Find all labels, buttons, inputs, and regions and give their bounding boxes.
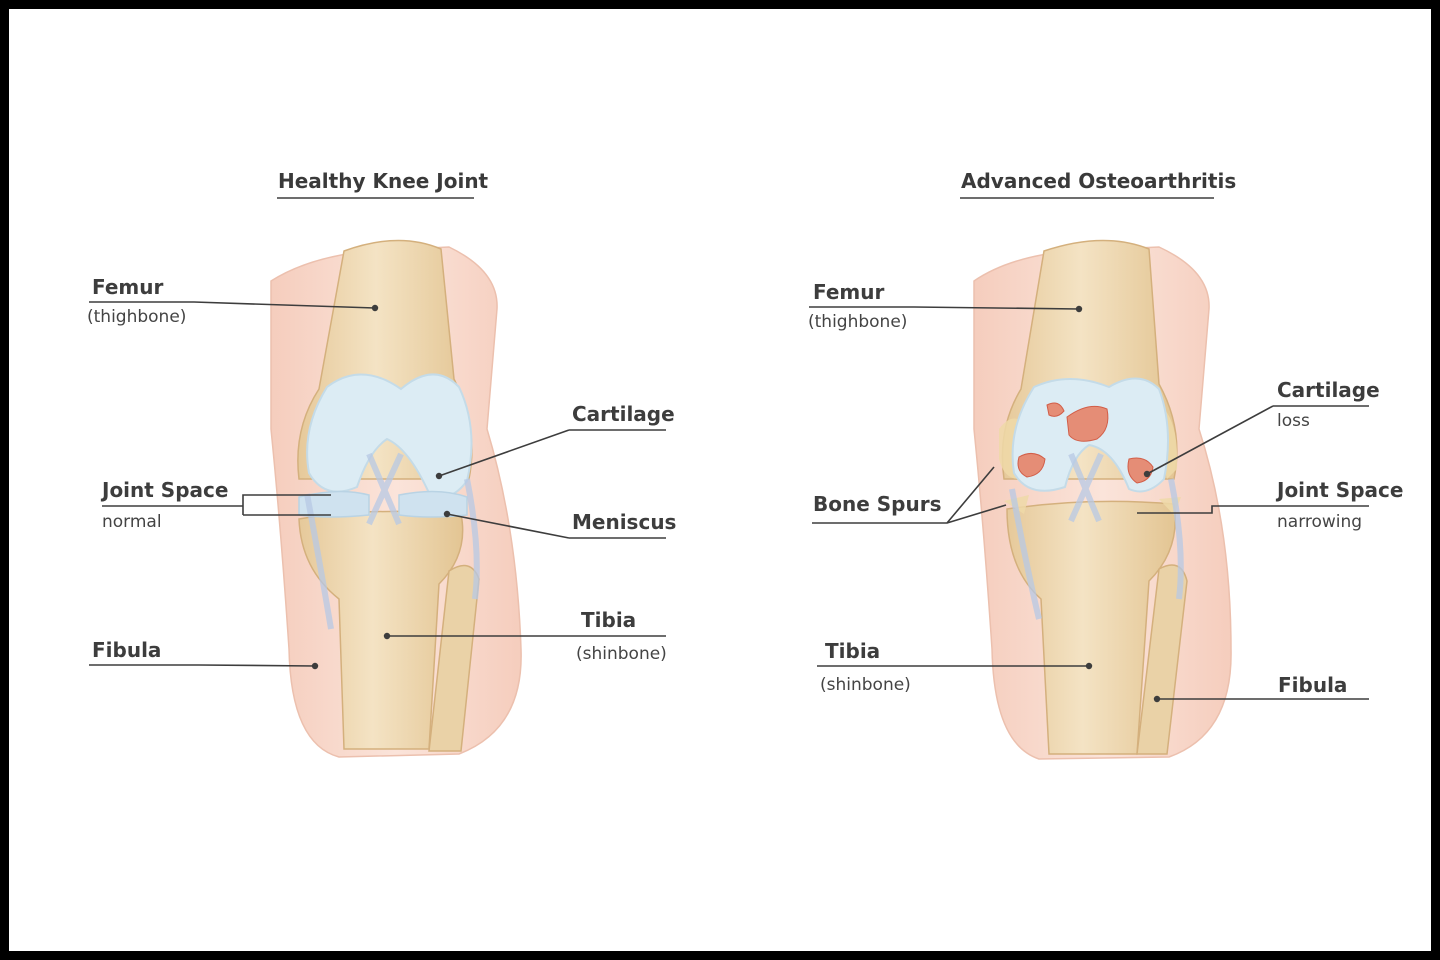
- arthritis-knee-illustration: [973, 239, 1232, 760]
- cartilage-loss-lesions: [1017, 402, 1154, 484]
- healthy-meniscus-label: Meniscus: [572, 510, 677, 534]
- healthy-femur-sublabel: (thighbone): [87, 307, 187, 327]
- arthritis-femur-label: Femur: [813, 280, 885, 304]
- healthy-tibia-label: Tibia: [581, 608, 637, 632]
- diagram-canvas: Healthy Knee Joint Femur (thighbone) Car…: [9, 9, 1431, 951]
- healthy-joint-space-sublabel: normal: [102, 512, 162, 532]
- arthritis-tibia-sublabel: (shinbone): [820, 675, 911, 695]
- arthritis-femur-sublabel: (thighbone): [808, 312, 908, 332]
- arthritis-cartilage-label: Cartilage: [1277, 378, 1380, 402]
- arthritis-tibia: [1006, 500, 1176, 755]
- arthritis-tibia-label: Tibia: [825, 639, 881, 663]
- arthritis-ligaments: [1009, 452, 1184, 620]
- knee-illustrations: [89, 197, 1369, 760]
- arthritis-cartilage-sublabel: loss: [1277, 411, 1310, 431]
- healthy-knee-title: Healthy Knee Joint: [278, 169, 489, 193]
- healthy-tibia-sublabel: (shinbone): [576, 644, 667, 664]
- healthy-knee-illustration: [270, 239, 522, 758]
- healthy-fibula: [428, 564, 480, 752]
- arthritis-knee-title: Advanced Osteoarthritis: [961, 169, 1237, 193]
- leader-dots: [311, 304, 1161, 703]
- arthritis-joint-space-label: Joint Space: [1277, 478, 1404, 502]
- healthy-fibula-label: Fibula: [92, 638, 162, 662]
- healthy-femur-label: Femur: [92, 275, 164, 299]
- healthy-joint-space-label: Joint Space: [102, 478, 229, 502]
- arthritis-joint-space-sublabel: narrowing: [1277, 512, 1363, 532]
- healthy-cartilage-label: Cartilage: [572, 402, 675, 426]
- leader-lines: [89, 301, 1369, 700]
- healthy-ligaments: [304, 452, 480, 630]
- arthritis-fibula-label: Fibula: [1278, 673, 1348, 697]
- arthritis-bone-spurs-label: Bone Spurs: [813, 492, 942, 516]
